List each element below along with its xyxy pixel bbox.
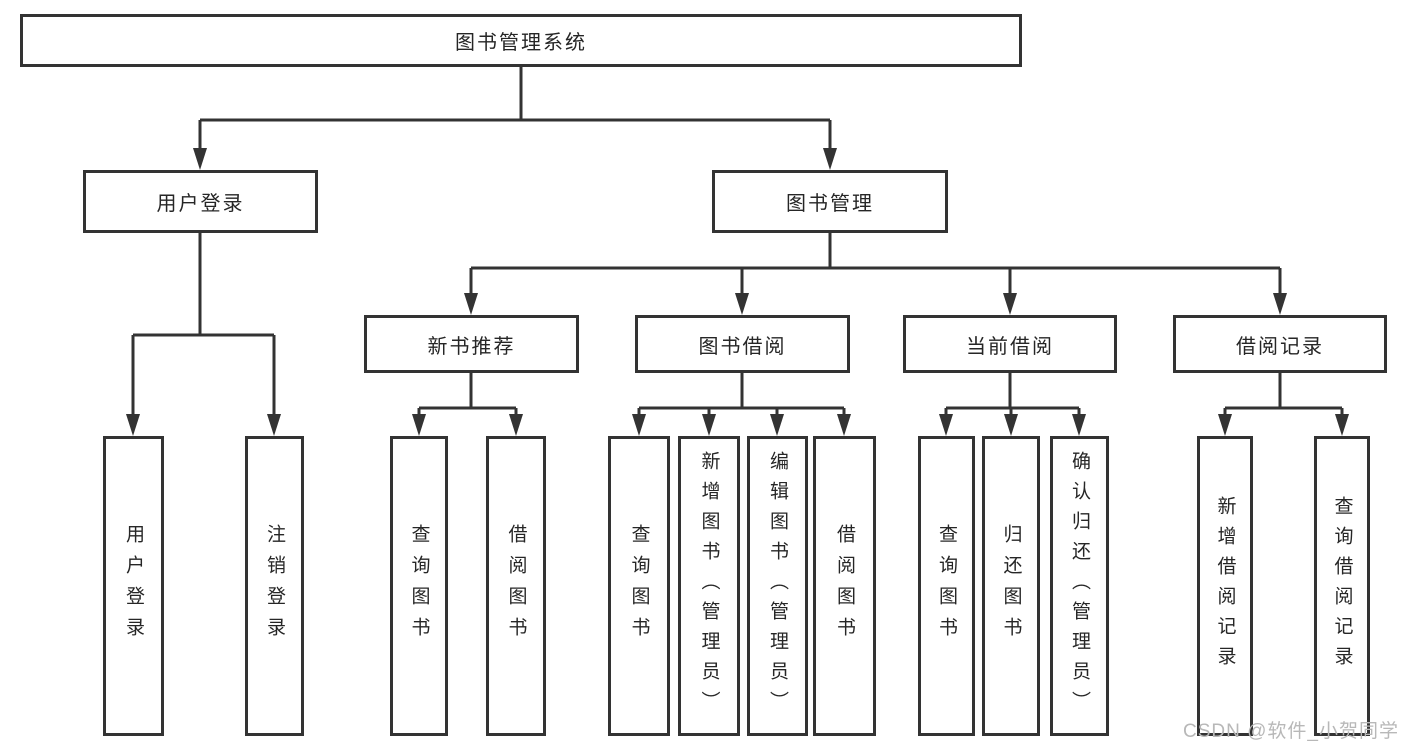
arrowhead-icon: [1335, 414, 1349, 436]
node-library-system: 图书管理系统: [20, 14, 1022, 67]
arrowhead-icon: [412, 414, 426, 436]
watermark: CSDN @软件_小贺同学: [1183, 721, 1399, 742]
leaf-borrow-books-borrowing-label: 借阅图书: [834, 524, 855, 648]
leaf-edit-books-admin-label: 编辑图书（管理员）: [767, 451, 788, 721]
leaf-add-borrow-record-label: 新增借阅记录: [1214, 496, 1236, 676]
arrowhead-icon: [823, 148, 837, 170]
node-book-borrowing-label: 图书借阅: [698, 335, 787, 358]
leaf-confirm-return-admin-label: 确认归还（管理员）: [1069, 451, 1090, 721]
node-new-book-recommendation: 新书推荐: [364, 315, 579, 373]
leaf-query-books-current: 查询图书: [918, 436, 975, 736]
leaf-user-login: 用户登录: [103, 436, 164, 736]
arrowhead-icon: [1004, 414, 1018, 436]
leaf-logout: 注销登录: [245, 436, 304, 736]
arrowhead-icon: [1003, 293, 1017, 315]
leaf-add-books-admin: 新增图书（管理员）: [678, 436, 740, 736]
leaf-borrow-books-recommend-label: 借阅图书: [505, 524, 527, 648]
connector-arrowheads: [126, 148, 1349, 436]
leaf-query-books-borrowing-label: 查询图书: [628, 524, 650, 648]
arrowhead-icon: [267, 414, 281, 436]
leaf-add-books-admin-label: 新增图书（管理员）: [698, 451, 720, 721]
leaf-query-books-recommend: 查询图书: [390, 436, 448, 736]
leaf-add-borrow-record: 新增借阅记录: [1197, 436, 1253, 736]
arrowhead-icon: [837, 414, 851, 436]
arrowhead-icon: [939, 414, 953, 436]
leaf-borrow-books-recommend: 借阅图书: [486, 436, 546, 736]
arrowhead-icon: [509, 414, 523, 436]
leaf-borrow-books-borrowing: 借阅图书: [813, 436, 876, 736]
node-book-management-label: 图书管理: [786, 193, 874, 215]
arrowhead-icon: [1072, 414, 1086, 436]
arrowhead-icon: [126, 414, 140, 436]
arrowhead-icon: [193, 148, 207, 170]
node-book-management: 图书管理: [712, 170, 948, 233]
arrowhead-icon: [735, 293, 749, 315]
leaf-user-login-label: 用户登录: [123, 524, 144, 648]
leaf-confirm-return-admin: 确认归还（管理员）: [1050, 436, 1109, 736]
node-user-login-label: 用户登录: [156, 193, 245, 215]
connector-path: [131, 67, 1344, 416]
arrowhead-icon: [770, 414, 784, 436]
leaf-return-books-label: 归还图书: [1000, 524, 1022, 648]
leaf-query-books-current-label: 查询图书: [936, 524, 957, 648]
node-current-borrowing-label: 当前借阅: [966, 335, 1054, 358]
node-book-borrowing: 图书借阅: [635, 315, 850, 373]
leaf-query-borrow-record: 查询借阅记录: [1314, 436, 1370, 736]
arrowhead-icon: [702, 414, 716, 436]
leaf-query-borrow-record-label: 查询借阅记录: [1331, 496, 1353, 676]
node-borrowing-records: 借阅记录: [1173, 315, 1387, 373]
arrowhead-icon: [464, 293, 478, 315]
node-borrowing-records-label: 借阅记录: [1236, 335, 1324, 358]
node-user-login: 用户登录: [83, 170, 318, 233]
node-new-book-recommendation-label: 新书推荐: [427, 335, 516, 358]
leaf-query-books-recommend-label: 查询图书: [408, 524, 430, 648]
leaf-query-books-borrowing: 查询图书: [608, 436, 670, 736]
arrowhead-icon: [1273, 293, 1287, 315]
leaf-return-books: 归还图书: [982, 436, 1040, 736]
leaf-logout-label: 注销登录: [264, 524, 285, 648]
node-library-system-label: 图书管理系统: [455, 32, 587, 54]
node-current-borrowing: 当前借阅: [903, 315, 1117, 373]
arrowhead-icon: [1218, 414, 1232, 436]
leaf-edit-books-admin: 编辑图书（管理员）: [747, 436, 808, 736]
arrowhead-icon: [632, 414, 646, 436]
